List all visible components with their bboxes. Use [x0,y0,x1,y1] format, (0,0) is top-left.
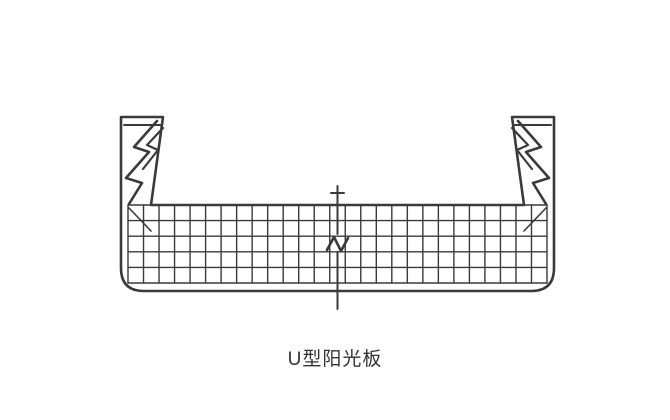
line-art-group [119,115,556,310]
right-corner-diagonal [523,207,547,232]
left-wall-zigzag [124,119,159,206]
left-wall-zigzag-secondary [141,126,165,171]
right-wall-zigzag [516,119,551,206]
caption: U型阳光板 [287,349,383,370]
center-line [325,185,350,310]
right-wall-zigzag-secondary [510,126,534,171]
profile-outline [119,115,556,293]
center-line-break [325,235,350,253]
left-corner-diagonal [128,207,152,232]
